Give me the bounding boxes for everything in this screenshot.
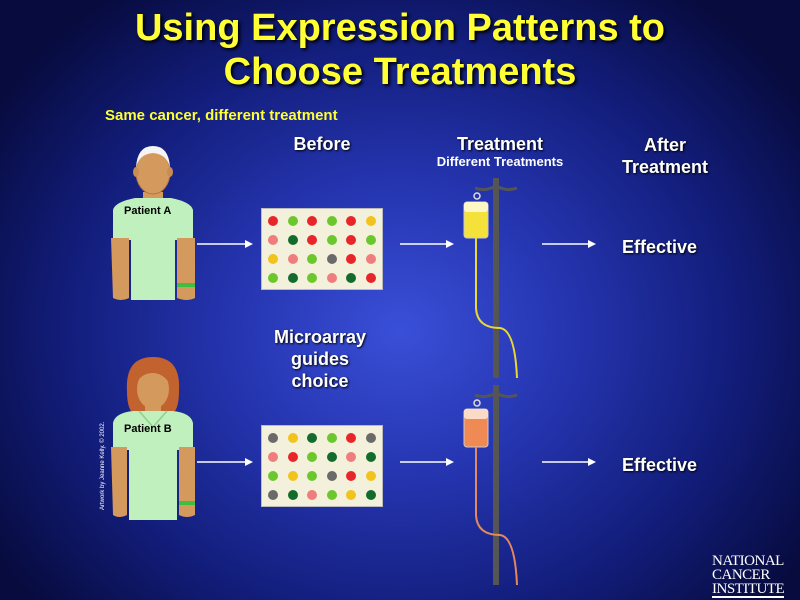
arrow-b2 [398, 456, 458, 468]
iv-stand-a [455, 178, 535, 383]
header-before: Before [272, 134, 372, 155]
microarray-spot [268, 452, 278, 462]
microarray-spot [288, 216, 298, 226]
outcome-patient-b: Effective [622, 455, 697, 476]
patient-a-label: Patient A [124, 205, 171, 217]
artwork-credit: Artwork by Jeanne Kelly. © 2002. [100, 420, 106, 510]
microarray-spot [327, 235, 337, 245]
microarray-spot [327, 216, 337, 226]
page-title: Using Expression Patterns to Choose Trea… [0, 6, 800, 94]
microarray-spot [268, 471, 278, 481]
microarray-chip-b [261, 425, 383, 507]
header-after-line1: After [605, 134, 725, 156]
microarray-spot [307, 216, 317, 226]
nci-logo: NATIONAL CANCER INSTITUTE [712, 554, 796, 598]
microarray-spot [346, 273, 356, 283]
header-treatment: Treatment [430, 134, 570, 155]
microarray-spot [307, 254, 317, 264]
microarray-spot [327, 490, 337, 500]
microarray-spot [307, 452, 317, 462]
logo-line-2: CANCER [712, 568, 796, 582]
title-line-2: Choose Treatments [0, 50, 800, 94]
microarray-spot [307, 471, 317, 481]
middle-label-line-1: Microarray [250, 326, 390, 348]
microarray-chip-a [261, 208, 383, 290]
microarray-spot [366, 235, 376, 245]
microarray-spot [288, 273, 298, 283]
microarray-spot [366, 471, 376, 481]
arrow-b1 [195, 456, 255, 468]
microarray-spot [346, 254, 356, 264]
middle-label-line-2: guides [250, 348, 390, 370]
microarray-spot [327, 273, 337, 283]
microarray-spot [327, 433, 337, 443]
microarray-spot [366, 216, 376, 226]
microarray-spot [307, 273, 317, 283]
microarray-spot [268, 273, 278, 283]
logo-line-3: INSTITUTE [712, 582, 784, 598]
microarray-spot [366, 490, 376, 500]
microarray-spot [307, 490, 317, 500]
microarray-spot [346, 471, 356, 481]
microarray-spot [288, 471, 298, 481]
microarray-spot [268, 490, 278, 500]
microarray-spot [307, 235, 317, 245]
microarray-spot [288, 490, 298, 500]
subtitle: Same cancer, different treatment [105, 107, 338, 124]
iv-stand-b [455, 385, 535, 590]
microarray-spot [366, 452, 376, 462]
patient-a-figure [105, 140, 200, 305]
microarray-spot [346, 433, 356, 443]
microarray-spot [366, 254, 376, 264]
microarray-spot [288, 254, 298, 264]
arrow-a2 [398, 238, 458, 250]
arrow-b3 [540, 456, 600, 468]
header-treatment-sub: Different Treatments [415, 154, 585, 169]
logo-line-1: NATIONAL [712, 554, 796, 568]
microarray-spot [268, 433, 278, 443]
microarray-spot [346, 452, 356, 462]
microarray-spot [307, 433, 317, 443]
microarray-spot [346, 216, 356, 226]
title-line-1: Using Expression Patterns to [0, 6, 800, 50]
microarray-spot [346, 235, 356, 245]
patient-b-label: Patient B [124, 423, 172, 435]
microarray-spot [327, 254, 337, 264]
header-after-line2: Treatment [605, 156, 725, 178]
microarray-guides-choice: Microarray guides choice [250, 326, 390, 392]
microarray-spot [366, 273, 376, 283]
microarray-spot [346, 490, 356, 500]
arrow-a3 [540, 238, 600, 250]
microarray-spot [268, 235, 278, 245]
microarray-spot [288, 433, 298, 443]
middle-label-line-3: choice [250, 370, 390, 392]
arrow-a1 [195, 238, 255, 250]
microarray-spot [268, 254, 278, 264]
microarray-spot [288, 235, 298, 245]
microarray-spot [327, 471, 337, 481]
header-after: After Treatment [605, 134, 725, 178]
microarray-spot [366, 433, 376, 443]
microarray-spot [288, 452, 298, 462]
microarray-spot [268, 216, 278, 226]
outcome-patient-a: Effective [622, 237, 697, 258]
microarray-spot [327, 452, 337, 462]
patient-b-figure [105, 355, 200, 525]
